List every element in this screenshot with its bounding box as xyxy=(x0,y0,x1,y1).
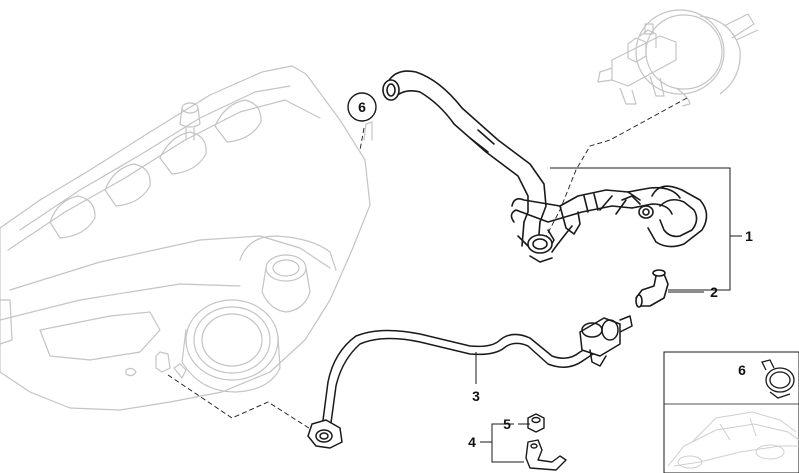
hose-clamp-icon xyxy=(761,359,795,399)
callout-1: 1 xyxy=(745,228,753,244)
brake-booster-drawing xyxy=(597,9,759,107)
callout-6: 6 xyxy=(358,99,366,115)
callout-circle-6: 6 xyxy=(347,92,377,122)
inset-thumbnail: 6 xyxy=(663,351,799,473)
bracket-part xyxy=(525,439,567,471)
inset-callout-6: 6 xyxy=(738,362,746,378)
hose-elbow-part xyxy=(635,269,669,308)
callout-2: 2 xyxy=(710,284,718,300)
callout-4: 4 xyxy=(468,434,476,450)
engine-cover-drawing xyxy=(0,65,373,411)
vacuum-line-part xyxy=(307,315,633,449)
callout-3: 3 xyxy=(472,388,480,404)
callout-5: 5 xyxy=(503,416,511,432)
leader-lines xyxy=(167,97,688,431)
clip-part xyxy=(527,413,545,433)
callout-lines xyxy=(475,167,742,463)
vacuum-hose-assembly xyxy=(382,70,708,263)
car-silhouette-icon xyxy=(667,411,799,469)
